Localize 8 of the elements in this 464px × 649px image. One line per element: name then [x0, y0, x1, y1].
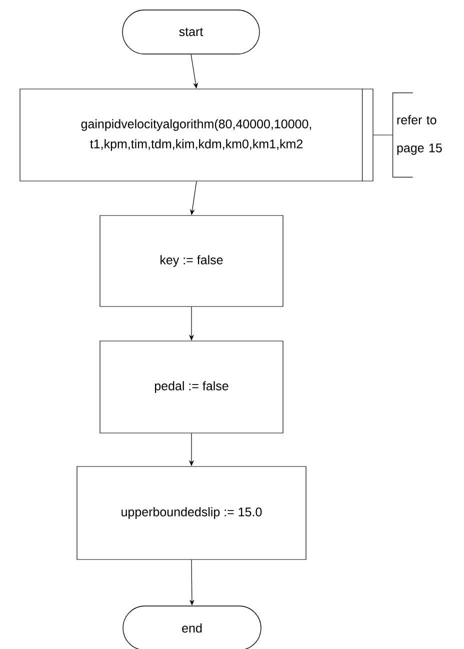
- connector-line: [373, 134, 394, 136]
- annotation-bracket: refer to page 15: [392, 92, 442, 178]
- process-box: key := false: [100, 215, 284, 307]
- subroutine-box: gainpidvelocityalgorithm(80,40000,10000, t1,kpm,tim,tdm,kim,kdm,km0,km1,km2: [20, 88, 374, 182]
- terminal-box: end: [122, 606, 262, 649]
- process-box: upperboundedslip := 15.0: [76, 466, 306, 560]
- terminal-box: start: [122, 10, 260, 54]
- process-box: pedal := false: [100, 340, 284, 434]
